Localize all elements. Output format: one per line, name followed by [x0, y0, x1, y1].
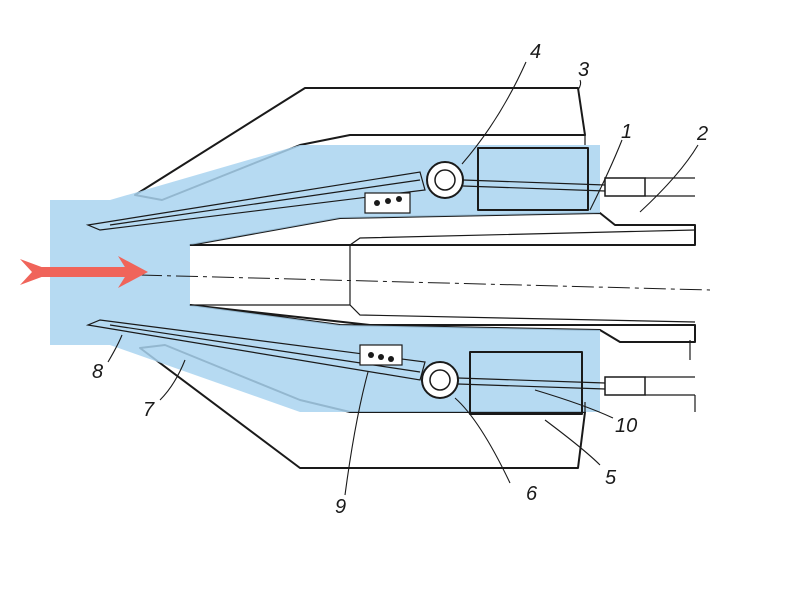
axis-centerline: [139, 274, 711, 291]
label-7: 7: [143, 399, 155, 421]
central-bore: [190, 229, 696, 323]
label-3: 3: [578, 59, 589, 81]
upper-rear-block: [477, 147, 589, 211]
upper-pivot: [426, 161, 464, 199]
leader-lines: [107, 61, 699, 496]
label-1: 1: [621, 121, 632, 143]
upper-needle: [85, 171, 426, 231]
inflow-arrow: [20, 256, 148, 288]
lower-pivot: [421, 361, 459, 399]
label-8: 8: [92, 361, 103, 383]
flow-highlight-region: [50, 145, 600, 412]
label-5: 5: [605, 467, 617, 489]
label-9: 9: [335, 496, 346, 518]
label-6: 6: [526, 483, 538, 505]
label-4: 4: [530, 41, 541, 63]
lower-connector: [604, 376, 646, 396]
lower-rear-block: [469, 351, 583, 415]
upper-connector: [604, 177, 646, 197]
lower-needle: [85, 319, 426, 381]
label-2: 2: [696, 123, 708, 145]
label-10: 10: [615, 415, 637, 437]
